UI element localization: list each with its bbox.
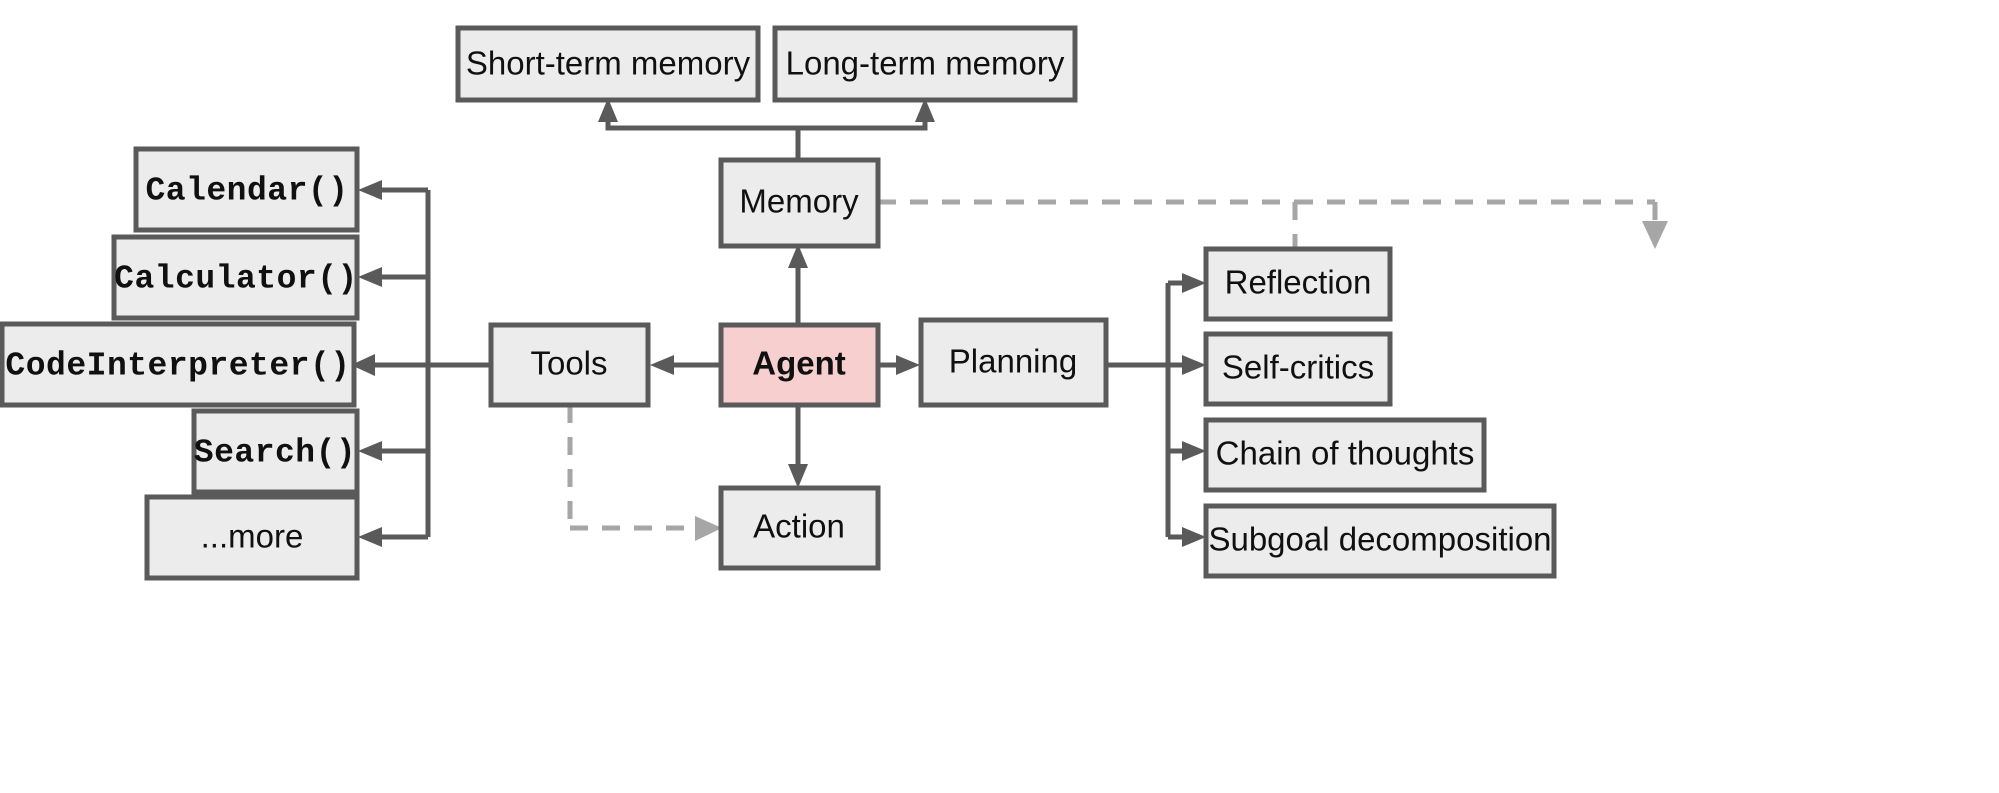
short-term-memory-box[interactable]	[455, 25, 761, 103]
more-box[interactable]	[144, 494, 360, 581]
self-critics-label: Self-critics	[1222, 349, 1374, 386]
arrowhead-calendar	[358, 180, 382, 200]
action-box[interactable]	[718, 485, 881, 571]
node-agent[interactable]: Agent	[718, 322, 881, 408]
node-planning[interactable]: Planning	[918, 317, 1109, 408]
arrowhead-tools	[650, 355, 674, 375]
node-action[interactable]: Action	[718, 485, 881, 571]
edge-agent-to-tools	[650, 355, 720, 375]
edge-agent-to-memory	[788, 244, 808, 325]
node-plan-chain-of-thoughts[interactable]: Chain of thoughts	[1203, 417, 1487, 493]
arrowhead-more	[358, 527, 382, 547]
arrowhead-self-critics	[1182, 355, 1206, 375]
node-memory[interactable]: Memory	[718, 157, 881, 249]
node-short-term-memory[interactable]: Short-term memory	[455, 25, 761, 103]
agent-label: Agent	[752, 345, 846, 382]
node-tool-calendar[interactable]: Calendar()	[133, 146, 360, 233]
node-tool-search[interactable]: Search()	[191, 408, 360, 495]
tools-label: Tools	[530, 345, 607, 382]
tools-box[interactable]	[488, 322, 651, 408]
edge-planning-to-planning-list	[1106, 273, 1206, 547]
arrowhead-code-interpreter	[351, 354, 375, 376]
arrowhead-subgoal	[1182, 527, 1206, 547]
calculator-box[interactable]	[111, 234, 360, 321]
node-tool-calculator[interactable]: Calculator()	[111, 234, 360, 321]
code-interpreter-label: CodeInterpreter()	[5, 348, 350, 385]
memory-box[interactable]	[718, 157, 881, 249]
edge-agent-to-planning	[878, 355, 920, 375]
edge-memory-to-memory-types	[598, 98, 935, 160]
arrowhead-action	[788, 464, 808, 488]
reflection-label: Reflection	[1225, 264, 1372, 301]
edge-agent-to-action	[788, 405, 808, 488]
chain-of-thoughts-box[interactable]	[1203, 417, 1487, 493]
more-label: ...more	[201, 518, 304, 555]
node-long-term-memory[interactable]: Long-term memory	[772, 25, 1078, 103]
arrowhead-dashed-reflection	[1642, 221, 1668, 249]
action-label: Action	[753, 508, 845, 545]
planning-box[interactable]	[918, 317, 1109, 408]
node-plan-reflection[interactable]: Reflection	[1203, 246, 1393, 322]
reflection-box[interactable]	[1203, 246, 1393, 322]
code-interpreter-box[interactable]	[0, 321, 357, 408]
search-label: Search()	[194, 435, 356, 472]
node-plan-self-critics[interactable]: Self-critics	[1203, 331, 1393, 407]
edge-tools-to-tool-list	[351, 180, 490, 547]
self-critics-box[interactable]	[1203, 331, 1393, 407]
node-tool-more[interactable]: ...more	[144, 494, 360, 581]
arrowhead-reflection	[1182, 273, 1206, 293]
node-plan-subgoal-decomposition[interactable]: Subgoal decomposition	[1203, 503, 1557, 579]
calendar-label: Calendar()	[145, 173, 348, 210]
arrowhead-long-term	[915, 98, 935, 122]
calculator-label: Calculator()	[114, 261, 358, 298]
short-term-memory-label: Short-term memory	[466, 45, 751, 82]
arrowhead-planning	[896, 355, 920, 375]
edge-tools-to-action-dashed	[567, 405, 722, 541]
calendar-box[interactable]	[133, 146, 360, 233]
subgoal-decomposition-box[interactable]	[1203, 503, 1557, 579]
node-tools[interactable]: Tools	[488, 322, 651, 408]
subgoal-decomposition-label: Subgoal decomposition	[1208, 521, 1551, 558]
arrowhead-short-term	[598, 98, 618, 122]
planning-label: Planning	[949, 343, 1077, 380]
chain-of-thoughts-label: Chain of thoughts	[1216, 435, 1475, 472]
memory-label: Memory	[739, 183, 859, 220]
arrowhead-search	[358, 441, 382, 461]
long-term-memory-label: Long-term memory	[786, 45, 1065, 82]
arrowhead-memory	[788, 244, 808, 268]
agent-box[interactable]	[718, 322, 881, 408]
arrowhead-calculator	[358, 267, 382, 287]
arrowhead-chain-of-thoughts	[1182, 441, 1206, 461]
node-tool-code-interpreter[interactable]: CodeInterpreter()	[0, 321, 357, 408]
long-term-memory-box[interactable]	[772, 25, 1078, 103]
search-box[interactable]	[191, 408, 360, 495]
arrowhead-dashed-action	[695, 516, 722, 541]
